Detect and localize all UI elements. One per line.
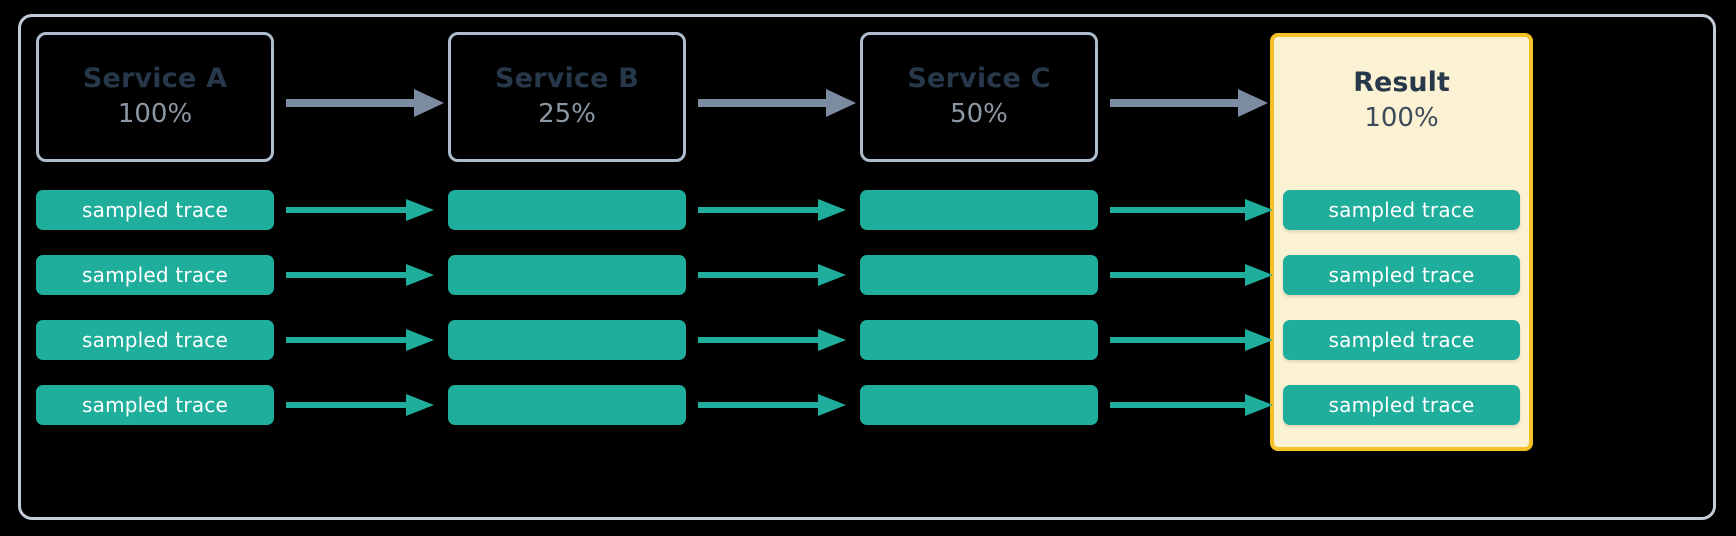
trace-bar-service-a-row-3: sampled trace [36, 320, 274, 360]
trace-bar-service-a-row-4: sampled trace [36, 385, 274, 425]
service-box-service-a: Service A 100% [36, 32, 274, 162]
service-percent: 25% [538, 98, 596, 129]
service-box-service-b: Service B 25% [448, 32, 686, 162]
trace-bar-service-b-row-1 [448, 190, 686, 230]
result-header: Result 100% [1274, 37, 1529, 165]
trace-bar-label: sampled trace [82, 198, 228, 222]
trace-bar-service-c-row-1 [860, 190, 1098, 230]
trace-bar-result-row-1: sampled trace [1283, 190, 1520, 230]
service-percent: 50% [950, 98, 1008, 129]
trace-bar-result-row-3: sampled trace [1283, 320, 1520, 360]
trace-bar-service-c-row-4 [860, 385, 1098, 425]
trace-bar-service-a-row-1: sampled trace [36, 190, 274, 230]
trace-bar-label: sampled trace [1328, 198, 1475, 222]
trace-bar-result-row-2: sampled trace [1283, 255, 1520, 295]
trace-bar-label: sampled trace [82, 263, 228, 287]
service-title: Service A [82, 62, 228, 94]
result-panel: Result 100% [1270, 33, 1533, 451]
service-percent: 100% [117, 98, 193, 129]
trace-bar-service-a-row-2: sampled trace [36, 255, 274, 295]
result-percent: 100% [1364, 102, 1439, 133]
outer-frame [18, 14, 1716, 520]
trace-bar-label: sampled trace [82, 328, 228, 352]
service-title: Service C [907, 62, 1051, 94]
trace-bar-service-c-row-2 [860, 255, 1098, 295]
trace-bar-service-c-row-3 [860, 320, 1098, 360]
trace-bar-label: sampled trace [1328, 263, 1475, 287]
result-title: Result [1353, 66, 1450, 98]
trace-bar-result-row-4: sampled trace [1283, 385, 1520, 425]
trace-bar-service-b-row-4 [448, 385, 686, 425]
trace-bar-service-b-row-3 [448, 320, 686, 360]
service-box-service-c: Service C 50% [860, 32, 1098, 162]
trace-bar-label: sampled trace [82, 393, 228, 417]
trace-bar-label: sampled trace [1328, 393, 1475, 417]
service-title: Service B [494, 62, 640, 94]
trace-bar-service-b-row-2 [448, 255, 686, 295]
trace-bar-label: sampled trace [1328, 328, 1475, 352]
